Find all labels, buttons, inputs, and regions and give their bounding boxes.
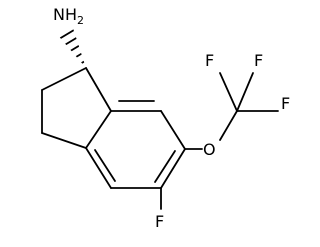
double-bond-c6-c5 xyxy=(154,150,176,183)
fluorine-ring-label: F xyxy=(155,212,164,231)
bond-cf3-f-top-right xyxy=(236,72,254,112)
bond-c6-c5 xyxy=(160,148,186,189)
bond-c3-c3a xyxy=(41,132,87,149)
bond-cf3-f-top-left xyxy=(219,72,238,112)
bond-c3a-c7a xyxy=(85,110,112,149)
bond-o-cf3 xyxy=(219,110,238,141)
stereo-hashed-wedge xyxy=(56,25,86,68)
amine-label: NH2 xyxy=(53,5,84,27)
bond-c7a-c1 xyxy=(85,67,112,112)
bond-c7-c6 xyxy=(160,110,186,150)
bond-c1-c2 xyxy=(41,67,87,91)
fluorine-right-label: F xyxy=(281,94,290,113)
double-bond-c4-c3a xyxy=(94,149,116,182)
bond-c4-c3a xyxy=(85,147,112,189)
molecule-structure: NH2 F O F F F xyxy=(41,5,290,231)
fluorine-top-right-label: F xyxy=(254,51,263,70)
oxygen-label: O xyxy=(203,140,216,159)
fluorine-top-left-label: F xyxy=(205,51,214,70)
